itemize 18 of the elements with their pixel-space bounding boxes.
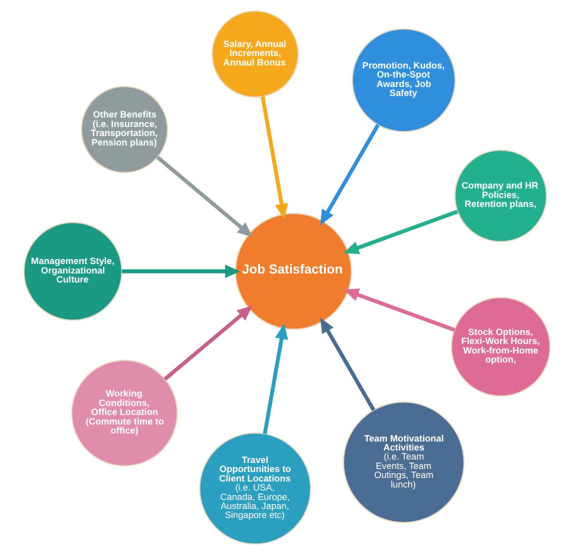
node-circle: Company and HR Policies, Retention plans,: [454, 150, 548, 242]
arrow: [122, 264, 240, 278]
arrow: [320, 318, 376, 412]
node-circle: Promotion, Kudos, On-the-Spot Awards, Job Safety: [352, 28, 456, 132]
arrow: [260, 96, 288, 219]
arrow: [344, 288, 456, 332]
arrow: [320, 124, 380, 226]
arrow: [344, 210, 458, 254]
arrow: [156, 156, 253, 238]
node-circle: Team Motivational Activities (i.e. Team Events, Team Outings, Team lunch): [342, 402, 465, 524]
node-circle: Travel Opportunities to Client Locations (i.e. USA, Canada, Europe, Australia, Japan, Singapore etc): [199, 432, 312, 545]
node-circle: Other Benefits (i.e. Insurance, Transportation, Pension plans): [80, 86, 168, 174]
arrow: [262, 324, 288, 434]
node-circle: Management Style, Organizational Culture: [23, 222, 122, 321]
node-circle: Stock Options, Flexi-Work Hours, Work-from-Home option,: [450, 296, 551, 397]
node-circle: Salary, Annual Increments, Annaul Bonus: [212, 10, 299, 98]
node-circle: Working Conditions, Office Location (Commute time to office): [71, 360, 178, 466]
arrow: [164, 306, 253, 381]
